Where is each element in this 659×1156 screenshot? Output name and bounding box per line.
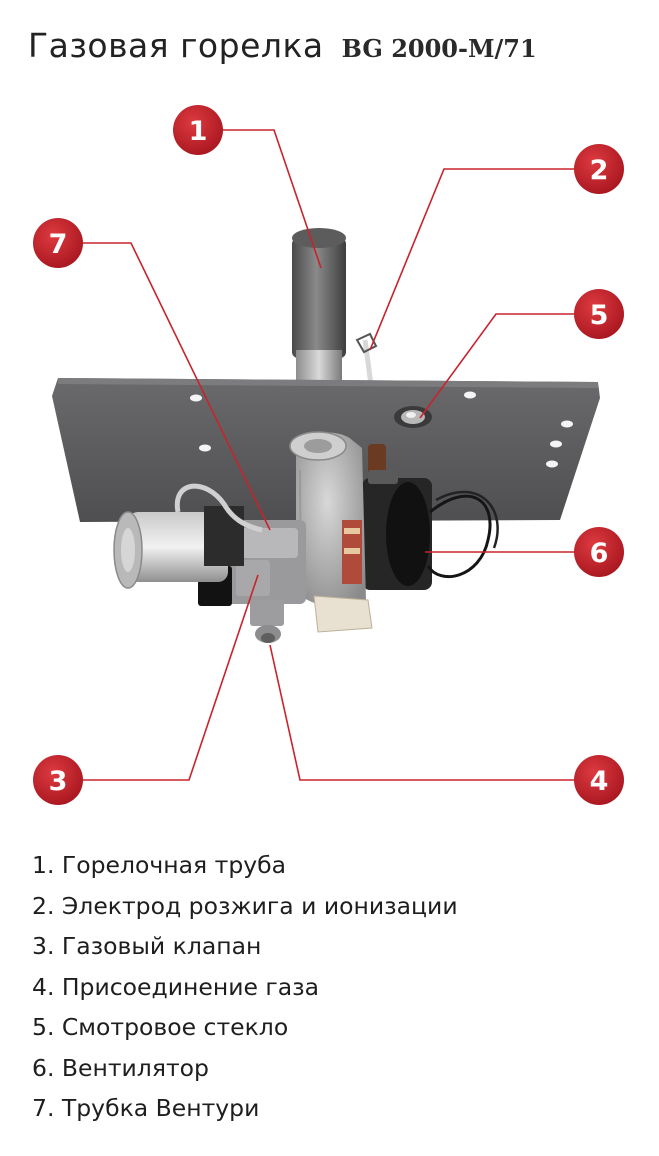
fan-motor [362,444,499,590]
page-title: Газовая горелка BG 2000-M/71 [28,26,638,74]
callout-5: 5 [574,289,624,339]
callout-1-number: 1 [189,116,208,147]
callout-3-number: 3 [49,766,68,797]
legend-item: 1. Горелочная труба [32,851,287,879]
legend-item: 6. Вентилятор [32,1053,209,1082]
burner-tube [292,228,346,390]
burner-diagram: 1 2 5 6 7 3 4 [33,105,624,805]
callout-7: 7 [33,218,83,268]
callout-6: 6 [574,527,624,577]
parts-legend: 1. Горелочная труба 2. Электрод розжига … [32,845,458,1129]
legend-item: 7. Трубка Вентури [32,1094,260,1122]
legend-item: 2. Электрод розжига и ионизации [32,891,458,920]
callout-4-number: 4 [590,766,609,797]
leader-line-4 [269,644,578,781]
callout-1: 1 [173,105,223,155]
callouts: 1 2 5 6 7 3 4 [33,105,624,805]
leader-line-1 [222,129,322,269]
leader-line-2 [369,168,578,351]
leader-line-7 [80,242,271,531]
burner-illustration [52,228,600,643]
callout-2: 2 [574,144,624,194]
sight-glass [394,406,432,428]
callout-7-number: 7 [49,229,68,260]
callout-5-number: 5 [590,300,609,331]
legend-item: 5. Смотровое стекло [32,1013,289,1041]
leader-lines [80,129,578,781]
callout-3: 3 [33,755,83,805]
callout-2-number: 2 [590,155,609,186]
leader-line-3 [80,574,259,781]
legend-item: 3. Газовый клапан [32,932,262,960]
leader-line-5 [419,313,578,419]
legend-item: 4. Присоединение газа [32,972,320,1001]
callout-6-number: 6 [590,538,609,569]
title-model: BG 2000-M/71 [341,34,537,63]
fan-housing [289,431,373,633]
venturi-tube [113,483,263,589]
callout-4: 4 [574,755,624,805]
title-main: Газовая горелка [28,26,324,65]
